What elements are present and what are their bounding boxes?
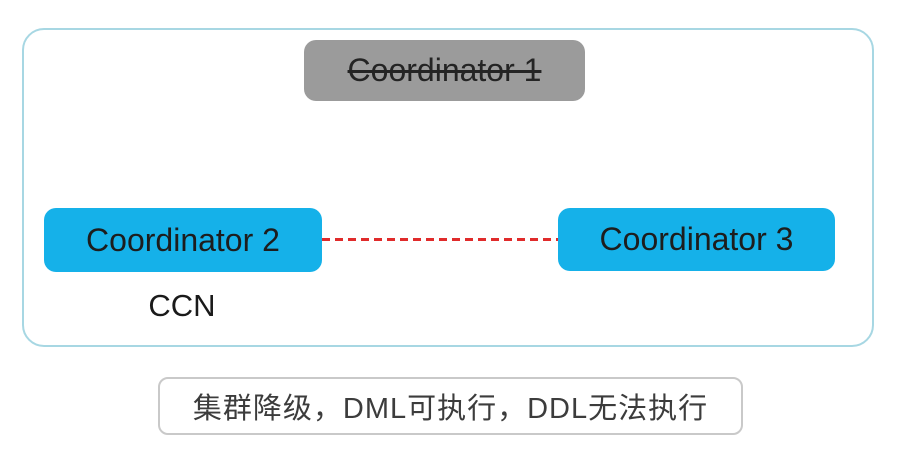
broken-link-line — [322, 238, 558, 241]
caption-text: 集群降级，DML可执行，DDL无法执行 — [192, 393, 709, 425]
coordinator-1-label: Coordinator 1 — [347, 52, 542, 88]
coordinator-2-node: Coordinator 2 — [44, 208, 322, 272]
coordinator-3-label: Coordinator 3 — [599, 221, 794, 257]
coordinator-2-label: Coordinator 2 — [86, 221, 280, 258]
caption-box: 集群降级，DML可执行，DDL无法执行 — [158, 377, 743, 435]
cluster-boundary: Coordinator 1 Coordinator 2 Coordinator … — [22, 28, 874, 347]
coordinator-1-node: Coordinator 1 — [304, 40, 585, 101]
ccn-label: CCN — [148, 288, 216, 323]
coordinator-3-node: Coordinator 3 — [558, 208, 835, 271]
